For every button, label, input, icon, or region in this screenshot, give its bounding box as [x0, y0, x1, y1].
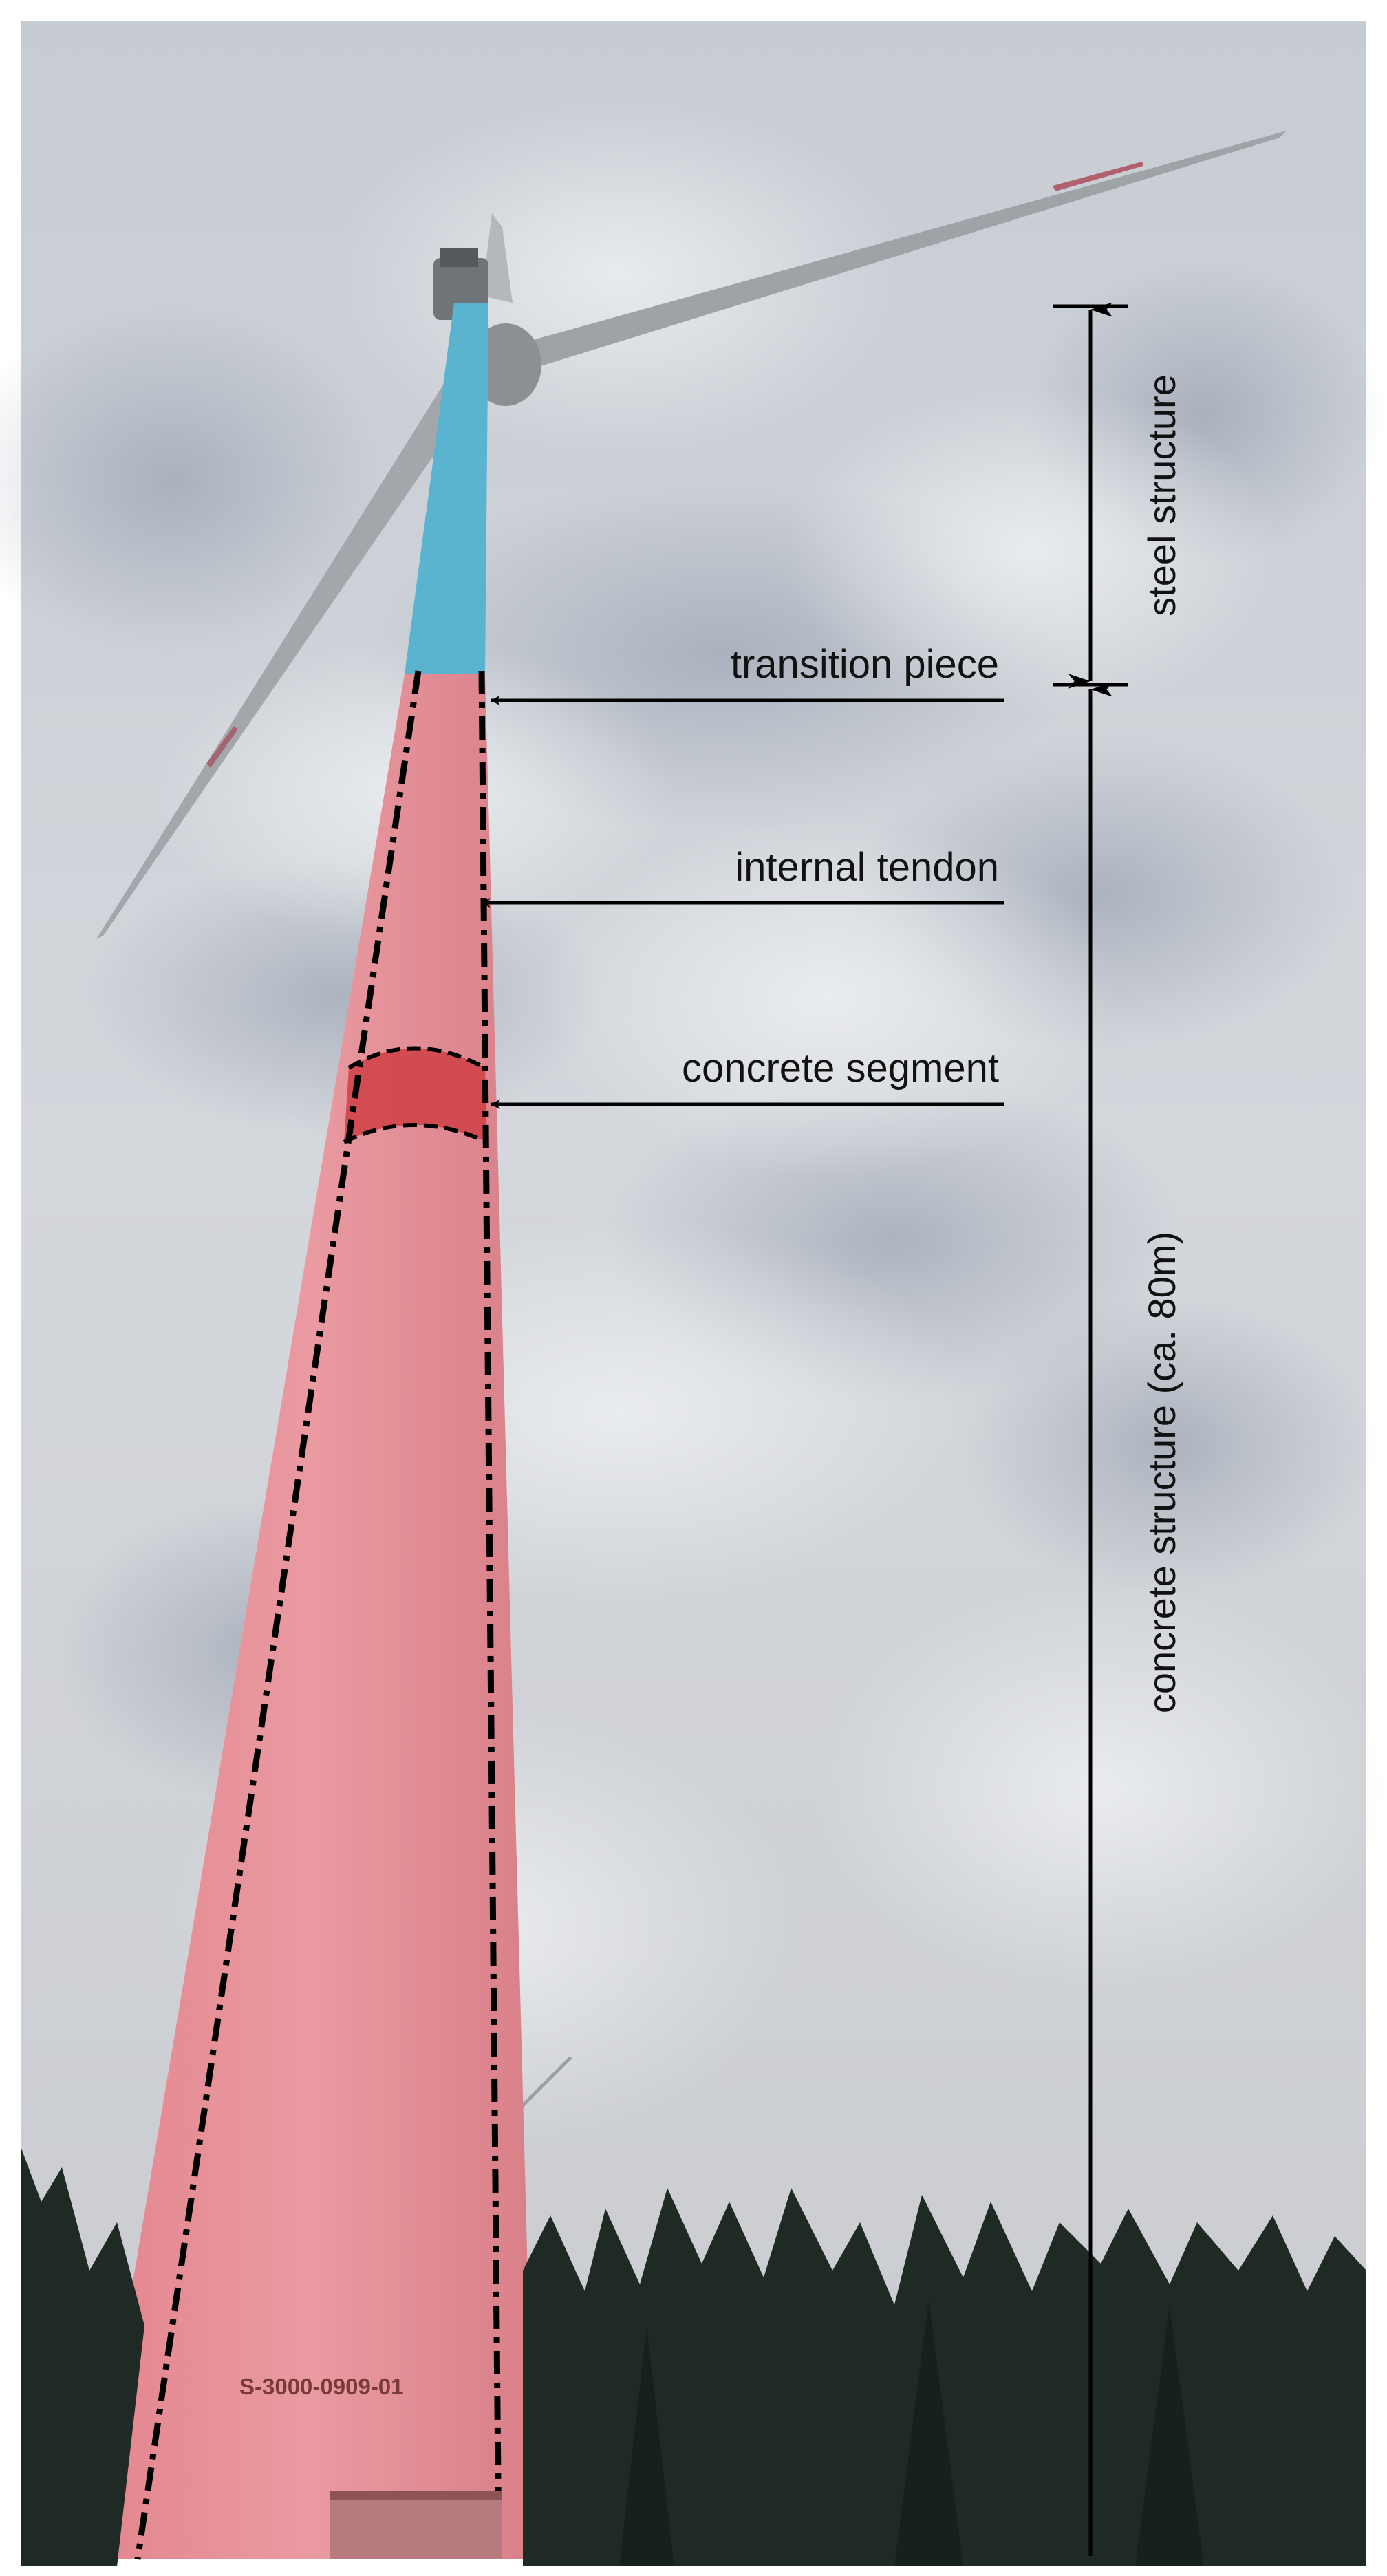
- tower-serial: S-3000-0909-01: [239, 2374, 404, 2399]
- dimension-lines: [1053, 302, 1128, 2556]
- steel-section: [405, 303, 488, 674]
- concrete-section: [86, 674, 535, 2559]
- label-concrete-structure: concrete structure (ca. 80m): [1140, 1232, 1183, 1713]
- tree-line: [21, 2147, 1366, 2566]
- concrete-segment-outline: [343, 1046, 488, 1144]
- tower-door: [330, 2491, 502, 2559]
- label-transition-piece: transition piece: [731, 642, 999, 687]
- callout-arrows: [480, 696, 1004, 1109]
- internal-tendons: [134, 670, 502, 2560]
- label-internal-tendon: internal tendon: [735, 845, 999, 890]
- concrete-segment-highlight: [344, 1048, 487, 1142]
- label-concrete-segment: concrete segment: [682, 1046, 999, 1091]
- label-steel-structure: steel structure: [1140, 374, 1183, 616]
